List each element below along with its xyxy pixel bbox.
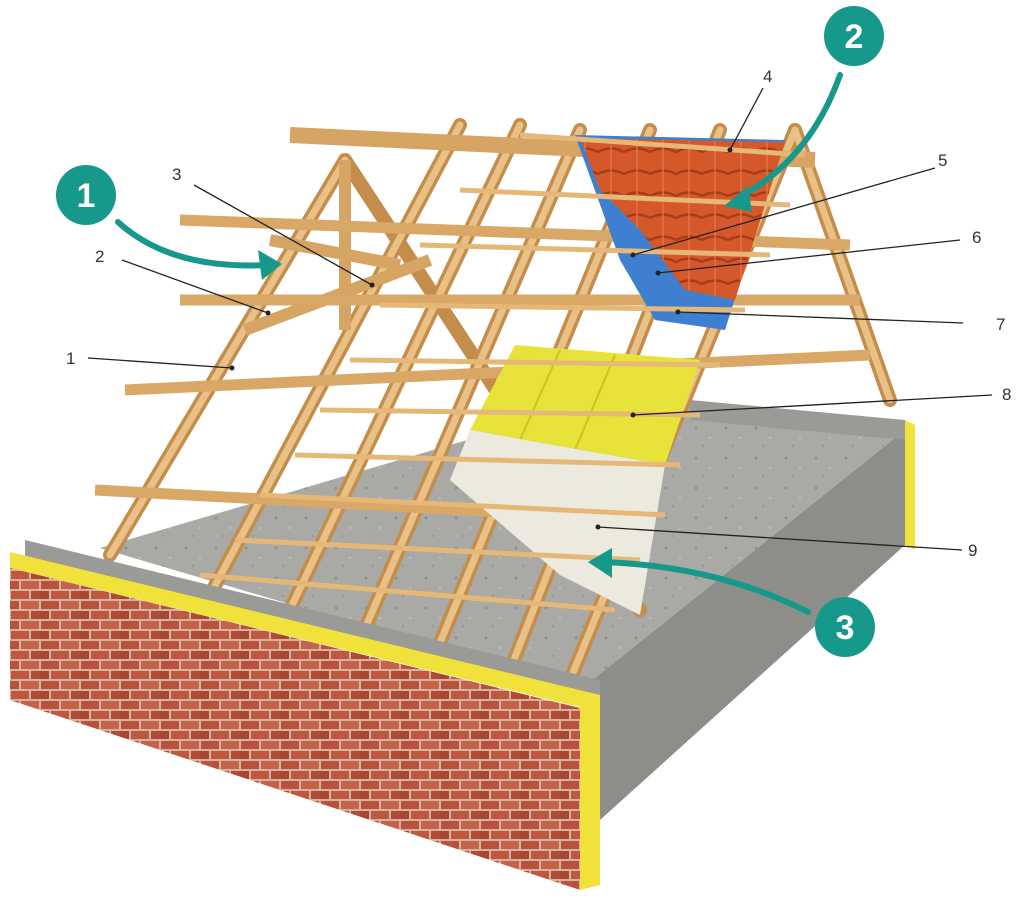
callout-9: 9	[968, 541, 977, 560]
callout-7: 7	[996, 315, 1005, 334]
concrete-slab-edge	[580, 430, 905, 820]
callout-4: 4	[763, 67, 772, 86]
insulation-strip-front	[10, 552, 600, 712]
callout-1: 1	[66, 349, 75, 368]
badge-2: 2	[824, 6, 884, 66]
callout-2: 2	[95, 247, 104, 266]
callout-6: 6	[972, 228, 981, 247]
callout-5: 5	[938, 151, 947, 170]
leader-dots	[229, 147, 733, 530]
wall-plate	[25, 540, 600, 700]
svg-text:2: 2	[845, 18, 864, 56]
callout-3: 3	[172, 165, 181, 184]
insulation-strip-right	[905, 420, 915, 550]
svg-text:3: 3	[836, 609, 855, 647]
svg-text:1: 1	[77, 177, 96, 215]
concrete-slab	[100, 395, 905, 690]
arrow-heads	[258, 186, 752, 578]
insulation-panels	[470, 345, 700, 465]
leader-lines	[87, 87, 993, 551]
back-block-wall	[690, 400, 905, 440]
roof-tiles	[580, 138, 785, 300]
teal-arrows	[115, 72, 843, 615]
brick-wall	[10, 568, 580, 890]
callout-8: 8	[1002, 385, 1011, 404]
badge-1: 1	[56, 165, 116, 225]
insulation-strip-corner	[580, 695, 600, 890]
badge-3: 3	[815, 597, 875, 657]
